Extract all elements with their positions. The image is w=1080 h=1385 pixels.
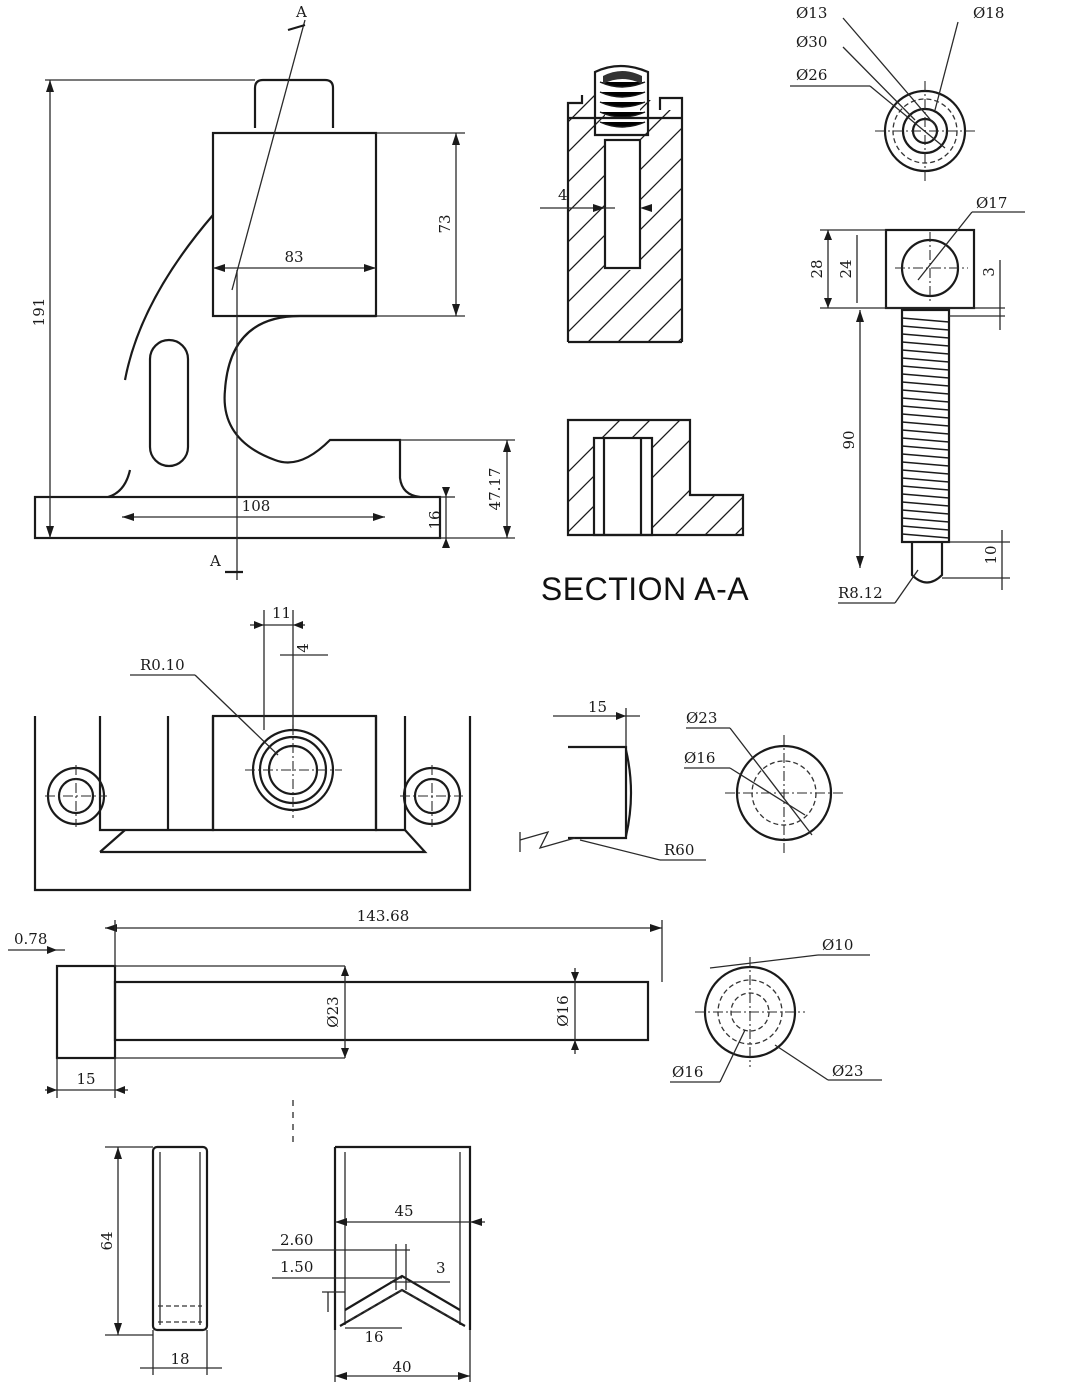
section-view-lower: SECTION A-A bbox=[541, 418, 749, 607]
cut-mark-top: A bbox=[295, 3, 307, 21]
dim-step-height: 47.17 bbox=[486, 468, 504, 511]
dim-bolt-head-d: Ø17 bbox=[976, 194, 1007, 212]
dim-shaft-end-d10: Ø10 bbox=[822, 936, 853, 954]
dim-shaft-d23: Ø23 bbox=[324, 996, 342, 1027]
dim-vblock-thickness: 18 bbox=[170, 1350, 189, 1368]
dim-bolt-tip: 10 bbox=[982, 545, 1000, 564]
dim-pin-d23: Ø23 bbox=[686, 709, 717, 727]
dim-bolt-head-inner: 24 bbox=[837, 259, 855, 278]
dim-nut-d30: Ø30 bbox=[796, 33, 827, 51]
dim-slot-width: 4 bbox=[558, 186, 568, 204]
dim-vblock-top-width: 45 bbox=[394, 1202, 413, 1220]
dim-pin-d16: Ø16 bbox=[684, 749, 715, 767]
threaded-insert bbox=[593, 64, 650, 137]
cut-mark-bottom: A bbox=[209, 552, 221, 570]
bolt-threads bbox=[901, 317, 950, 539]
dim-base-width: 108 bbox=[242, 497, 271, 515]
dim-block-width: 83 bbox=[284, 248, 303, 266]
dim-vblock-3: 3 bbox=[436, 1259, 446, 1277]
dim-bolt-length: 90 bbox=[840, 430, 858, 449]
dim-vblock-16: 16 bbox=[364, 1328, 383, 1346]
dim-plate-radius: R0.10 bbox=[140, 656, 185, 674]
section-view-upper: 4 bbox=[540, 64, 684, 344]
bolt-view: Ø17 28 24 3 90 10 R8.12 bbox=[808, 194, 1025, 604]
nut-top-view: Ø13 Ø30 Ø26 Ø18 bbox=[790, 4, 1004, 181]
dim-pin-width: 15 bbox=[588, 698, 607, 716]
dim-nut-d13: Ø13 bbox=[796, 4, 827, 22]
dim-plate-width: 11 bbox=[272, 604, 291, 622]
dim-vblock-height: 64 bbox=[98, 1231, 116, 1250]
dim-shaft-chamfer: 0.78 bbox=[14, 930, 47, 948]
dim-nut-d26: Ø26 bbox=[796, 66, 827, 84]
dim-plate-offset: 4 bbox=[294, 643, 312, 653]
vblock-side-view: 64 18 bbox=[98, 1145, 222, 1375]
dim-vblock-150: 1.50 bbox=[280, 1258, 313, 1276]
shaft-view: 143.68 0.78 Ø23 Ø16 15 Ø10 Ø16 Ø23 bbox=[8, 907, 882, 1098]
bracket-front-view: A A 191 73 83 108 16 47.17 bbox=[30, 3, 515, 580]
dim-nut-d18: Ø18 bbox=[973, 4, 1004, 22]
dim-base-thickness: 16 bbox=[426, 510, 444, 529]
dim-shaft-d16: Ø16 bbox=[554, 995, 572, 1026]
plate-top-view: 11 4 R0.10 bbox=[33, 604, 472, 892]
pin-cap-view: 15 R60 Ø23 Ø16 bbox=[519, 698, 843, 861]
dim-bracket-height: 191 bbox=[30, 298, 48, 327]
dim-shaft-length: 143.68 bbox=[357, 907, 410, 925]
dim-shaft-head: 15 bbox=[76, 1070, 95, 1088]
dim-bolt-head-height: 28 bbox=[808, 259, 826, 278]
vblock-front-view: 45 2.60 1.50 3 16 40 bbox=[272, 1145, 485, 1382]
section-title: SECTION A-A bbox=[541, 571, 749, 607]
dim-bolt-gap: 3 bbox=[980, 267, 998, 277]
dim-shaft-end-d16: Ø16 bbox=[672, 1063, 703, 1081]
dim-bolt-thread: R8.12 bbox=[838, 584, 883, 602]
dim-vblock-260: 2.60 bbox=[280, 1231, 313, 1249]
dim-shaft-end-d23: Ø23 bbox=[832, 1062, 863, 1080]
dim-vblock-bottom-width: 40 bbox=[392, 1358, 411, 1376]
dim-block-height: 73 bbox=[436, 214, 454, 233]
dim-pin-radius: R60 bbox=[664, 841, 694, 859]
